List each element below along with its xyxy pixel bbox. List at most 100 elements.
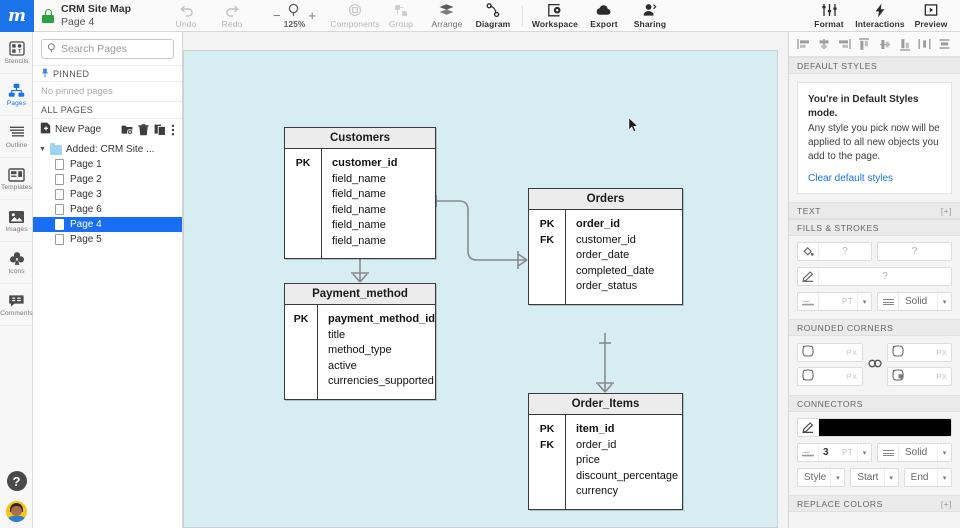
connectors-label: CONNECTORS xyxy=(797,398,863,409)
corner-unit: PX xyxy=(846,372,858,381)
list-item[interactable]: Page 5 xyxy=(33,232,182,247)
table-order-items[interactable]: Order_Items PK FK item_id order_id price… xyxy=(528,393,683,510)
page-folder-row[interactable]: ▼ Added: CRM Site ... xyxy=(33,142,182,157)
arrange-button[interactable]: Arrange xyxy=(424,0,470,32)
field-row: item_id xyxy=(576,423,615,435)
connector-end-value: End xyxy=(910,472,929,483)
export-cloud-icon xyxy=(595,3,612,18)
connector-end-select[interactable]: End ▾ xyxy=(903,468,952,487)
duplicate-icon[interactable] xyxy=(154,124,166,136)
sharing-button[interactable]: Sharing xyxy=(627,0,673,32)
canvas-area[interactable]: Customers PK customer_id field_name fiel… xyxy=(183,32,788,528)
kebab-menu-icon[interactable] xyxy=(171,124,175,136)
fill-opacity-field[interactable]: ? xyxy=(877,242,952,261)
zoom-out-button[interactable]: − xyxy=(273,8,281,23)
connector-start-select[interactable]: Start ▾ xyxy=(850,468,899,487)
sidebar-item-stencils[interactable]: T Stencils xyxy=(0,32,33,74)
search-input[interactable]: Search Pages xyxy=(41,39,174,59)
sidebar-item-pages[interactable]: Pages xyxy=(0,74,33,116)
align-top-icon[interactable] xyxy=(857,37,872,52)
replace-colors-section-header[interactable]: REPLACE COLORS [+] xyxy=(789,495,960,512)
stroke-weight-unit: PT xyxy=(841,297,853,306)
page-icon xyxy=(55,174,64,185)
table-customers[interactable]: Customers PK customer_id field_name fiel… xyxy=(284,127,436,259)
zoom-display[interactable]: 125% xyxy=(284,3,305,29)
table-field-column: order_id customer_id order_date complete… xyxy=(566,210,682,304)
pages-icon xyxy=(8,82,25,99)
sidebar-item-comments[interactable]: Comments xyxy=(0,284,33,326)
sidebar-label-comments: Comments xyxy=(0,310,33,317)
group-button[interactable]: Group xyxy=(378,0,424,32)
corner-bottom-right-field[interactable]: PX xyxy=(886,367,952,386)
list-item[interactable]: Page 1 xyxy=(33,157,182,172)
export-button[interactable]: Export xyxy=(581,0,627,32)
list-item-selected[interactable]: Page 4 xyxy=(33,217,182,232)
format-panel: DEFAULT STYLES You're in Default Styles … xyxy=(788,32,960,528)
sidebar-item-outline[interactable]: Outline xyxy=(0,116,33,158)
interactions-button[interactable]: Interactions xyxy=(852,0,908,32)
distribute-horizontal-icon[interactable] xyxy=(917,37,932,52)
align-middle-vertical-icon[interactable] xyxy=(877,37,892,52)
connector-weight-field[interactable]: 3 PT ▾ xyxy=(797,443,872,462)
list-item[interactable]: Page 6 xyxy=(33,202,182,217)
align-center-horizontal-icon[interactable] xyxy=(817,37,832,52)
preview-button[interactable]: Preview xyxy=(908,0,954,32)
chevron-down-icon[interactable]: ▾ xyxy=(937,293,951,310)
align-left-icon[interactable] xyxy=(797,37,812,52)
new-folder-icon[interactable] xyxy=(121,124,133,135)
connector-line-style-field[interactable]: Solid ▾ xyxy=(877,443,952,462)
corner-top-left-field[interactable]: PX xyxy=(797,343,863,362)
expand-replace-colors-icon[interactable]: [+] xyxy=(940,498,952,509)
table-orders[interactable]: Orders PK FK order_id customer_id order_… xyxy=(528,188,683,305)
chevron-down-icon[interactable]: ▼ xyxy=(39,146,46,153)
field-row: field_name xyxy=(332,172,386,185)
format-button[interactable]: Format xyxy=(806,0,852,32)
trash-icon[interactable] xyxy=(138,123,149,136)
chevron-down-icon[interactable]: ▾ xyxy=(883,469,898,486)
stroke-color-field[interactable]: ? xyxy=(797,267,952,286)
zoom-in-button[interactable]: + xyxy=(308,8,316,23)
chevron-down-icon[interactable]: ▾ xyxy=(830,469,844,486)
undo-label: Undo xyxy=(175,18,197,29)
chevron-down-icon[interactable]: ▾ xyxy=(857,293,871,310)
corner-top-right-field[interactable]: PX xyxy=(886,343,952,362)
sidebar-item-templates[interactable]: Templates xyxy=(0,158,33,200)
avatar[interactable] xyxy=(6,501,27,522)
distribute-vertical-icon[interactable] xyxy=(937,37,952,52)
fills-strokes-section-header: FILLS & STROKES xyxy=(789,219,960,236)
chevron-down-icon[interactable]: ▾ xyxy=(937,444,951,461)
align-bottom-icon[interactable] xyxy=(897,37,912,52)
redo-button[interactable]: Redo xyxy=(209,0,255,32)
corner-top-right-icon xyxy=(891,345,904,360)
expand-text-icon[interactable]: [+] xyxy=(940,205,952,216)
undo-button[interactable]: Undo xyxy=(163,0,209,32)
table-payment-method[interactable]: Payment_method PK payment_method_id titl… xyxy=(284,283,436,400)
corner-bottom-left-field[interactable]: PX xyxy=(797,367,863,386)
chevron-down-icon[interactable]: ▾ xyxy=(857,444,871,461)
sidebar-item-images[interactable]: Images xyxy=(0,200,33,242)
chevron-down-icon[interactable]: ▾ xyxy=(936,469,951,486)
stroke-weight-field[interactable]: PT ▾ xyxy=(797,292,872,311)
text-section-header[interactable]: TEXT [+] xyxy=(789,202,960,219)
connector-color-swatch[interactable] xyxy=(819,419,951,436)
line-style-field[interactable]: Solid ▾ xyxy=(877,292,952,311)
workspace-button[interactable]: Workspace xyxy=(529,0,581,32)
help-question-icon[interactable]: ? xyxy=(6,471,27,491)
clear-default-styles-link[interactable]: Clear default styles xyxy=(808,173,894,184)
new-page-button[interactable]: New Page xyxy=(40,122,101,137)
diagram-page-surface[interactable]: Customers PK customer_id field_name fiel… xyxy=(183,50,778,528)
components-button[interactable]: Components xyxy=(330,0,379,32)
sidebar-item-icons[interactable]: Icons xyxy=(0,242,33,284)
align-right-icon[interactable] xyxy=(837,37,852,52)
fill-color-field[interactable]: ? xyxy=(797,242,872,261)
connector-color-field[interactable] xyxy=(797,418,952,437)
sidebar-label-icons: Icons xyxy=(8,268,25,275)
list-item[interactable]: Page 3 xyxy=(33,187,182,202)
connector-customers-orders xyxy=(436,200,527,261)
diagram-button[interactable]: Diagram xyxy=(470,0,516,32)
app-logo[interactable]: m xyxy=(0,0,34,32)
list-item[interactable]: Page 2 xyxy=(33,172,182,187)
no-pinned-pages-text: No pinned pages xyxy=(41,86,113,97)
link-corners-icon[interactable] xyxy=(867,359,882,371)
connector-style-select[interactable]: Style ▾ xyxy=(797,468,846,487)
